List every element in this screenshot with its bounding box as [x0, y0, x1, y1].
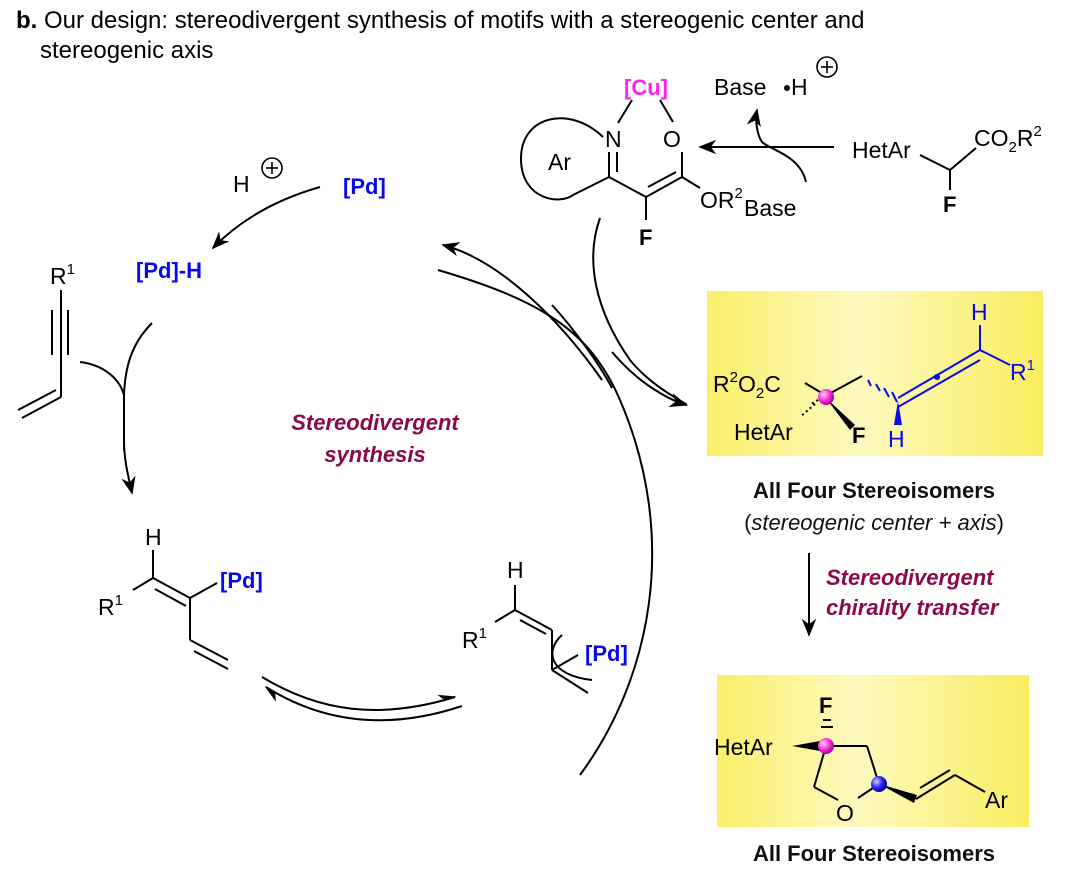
fluoro-ester-nucleophile: HetAr CO2R2 F: [852, 123, 1042, 217]
proton-label: H: [233, 171, 250, 197]
svg-text:[Cu]: [Cu]: [624, 75, 668, 100]
insertion-arrow-upper: [123, 322, 153, 450]
thf-caption: All Four Stereoisomers: [753, 841, 995, 866]
cycle-arrows: [79, 186, 688, 776]
allene-subcaption: (stereogenic center + axis): [744, 510, 1004, 535]
allene-product: R2O2C HetAr F H H R1: [707, 291, 1043, 456]
reductive-elim-arc: [437, 269, 654, 776]
heading-line-1: Our design: stereodivergent synthesis of…: [44, 7, 865, 34]
arc-connector: [551, 304, 613, 389]
svg-text:HetAr: HetAr: [852, 137, 911, 163]
svg-text:R1: R1: [1010, 357, 1035, 385]
protonation-arrow: [211, 186, 321, 250]
cu-enolate-complex: [Cu] N O Ar OR2 F: [519, 75, 743, 250]
svg-text:O: O: [663, 126, 681, 152]
highlight-box: [707, 291, 1043, 456]
svg-text:CO2R2: CO2R2: [974, 123, 1042, 156]
allyl-pd-intermediate: H R1 [Pd]: [462, 557, 628, 694]
svg-text:F: F: [819, 693, 832, 718]
transfer-label-1: Stereodivergent: [826, 565, 995, 590]
wedge-bond: [879, 784, 917, 803]
svg-text:H: H: [507, 557, 524, 583]
heading-line-2: stereogenic axis: [40, 37, 214, 64]
cycle-center-label-2: synthesis: [324, 442, 426, 467]
svg-text:H: H: [971, 299, 988, 325]
pd-catalyst-label: [Pd]: [343, 174, 386, 199]
vinyl-pd-intermediate: H R1 [Pd]: [98, 524, 263, 670]
svg-text:H: H: [791, 74, 808, 100]
proton-charge-icon: [261, 157, 283, 179]
svg-text:H: H: [145, 524, 162, 550]
svg-text:R1: R1: [50, 261, 75, 289]
svg-text:Ar: Ar: [985, 787, 1008, 813]
hash-bond: [867, 379, 898, 403]
thf-product: F HetAr O Ar: [714, 675, 1029, 827]
svg-text:Base: Base: [714, 74, 766, 100]
insertion-arrow-lower: [121, 439, 136, 495]
wedge-bond: [825, 397, 855, 430]
highlight-box: [717, 675, 1029, 827]
svg-text:Ar: Ar: [548, 149, 571, 175]
enyne-substrate: R1: [17, 261, 75, 419]
pd-hydride-label: [Pd]-H: [136, 258, 202, 283]
stereocenter-pink-icon: [818, 389, 834, 405]
panel-label: b.: [16, 7, 38, 34]
svg-text:[Pd]: [Pd]: [585, 641, 628, 666]
svg-text:HetAr: HetAr: [714, 734, 773, 760]
svg-text:Base: Base: [744, 195, 796, 221]
svg-text:R1: R1: [98, 592, 123, 620]
stereocenter-pink-icon: [818, 738, 834, 754]
svg-text:R2O2C: R2O2C: [713, 369, 781, 402]
base-charge-icon: [816, 56, 838, 78]
transfer-label-2: chirality transfer: [826, 595, 1000, 620]
deprotonation-step: Base H Base: [698, 56, 838, 221]
svg-text:R1: R1: [462, 625, 487, 653]
figure-heading: b. Our design: stereodivergent synthesis…: [16, 6, 864, 66]
allene-caption: All Four Stereoisomers: [753, 478, 995, 503]
svg-text:OR2: OR2: [700, 185, 743, 213]
svg-text:F: F: [943, 192, 956, 217]
svg-text:O: O: [836, 800, 854, 826]
svg-text:F: F: [639, 225, 652, 250]
wedge-bond: [792, 741, 820, 751]
svg-text:HetAr: HetAr: [734, 419, 793, 445]
stereocenter-blue-icon: [871, 776, 887, 792]
pd-regeneration-arrow: [441, 242, 603, 381]
svg-text:[Pd]: [Pd]: [220, 568, 263, 593]
base-curved-arrow: [746, 108, 807, 183]
equilibrium-reverse: [264, 686, 463, 722]
equilibrium-forward: [261, 676, 457, 711]
cycle-center-label-1: Stereodivergent: [291, 410, 460, 435]
svg-text:H: H: [888, 426, 905, 452]
svg-text:N: N: [605, 126, 622, 152]
svg-text:F: F: [852, 423, 865, 448]
enyne-merge-arrow: [79, 361, 125, 396]
to-product-arrow: [611, 351, 688, 408]
